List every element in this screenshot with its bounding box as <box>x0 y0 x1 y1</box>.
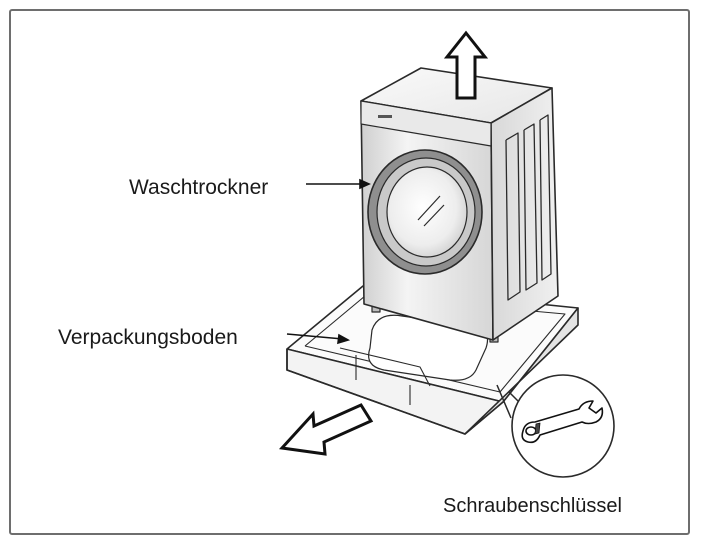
wrench-icon <box>521 400 604 444</box>
washer-dryer <box>360 67 559 343</box>
packaging-base-label: Verpackungsboden <box>58 326 238 349</box>
pull-out-arrow-icon <box>278 403 374 456</box>
wrench-label: Schraubenschlüssel <box>443 495 622 517</box>
washer-dryer-label: Waschtrockner <box>129 176 269 199</box>
diagram-frame <box>9 9 690 535</box>
leader-lines <box>286 178 371 345</box>
lift-up-arrow-icon <box>443 30 489 100</box>
